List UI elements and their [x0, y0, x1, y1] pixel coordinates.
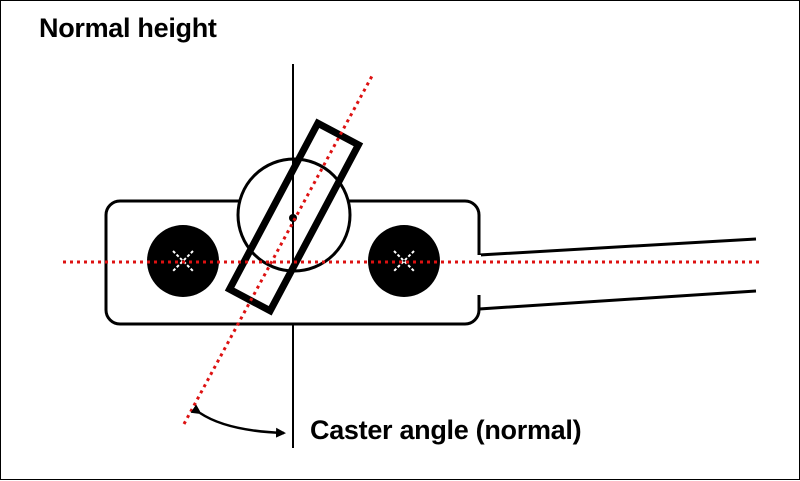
diagram-title: Normal height — [39, 13, 217, 43]
caster-axis-line — [182, 75, 374, 425]
caster-angle-arc — [190, 404, 286, 438]
screw-right-icon — [368, 225, 440, 297]
arm-rail-lower — [477, 289, 757, 311]
arm-rail-upper — [477, 230, 757, 257]
pivot-point — [289, 214, 297, 222]
caster-angle-label: Caster angle (normal) — [310, 415, 582, 445]
